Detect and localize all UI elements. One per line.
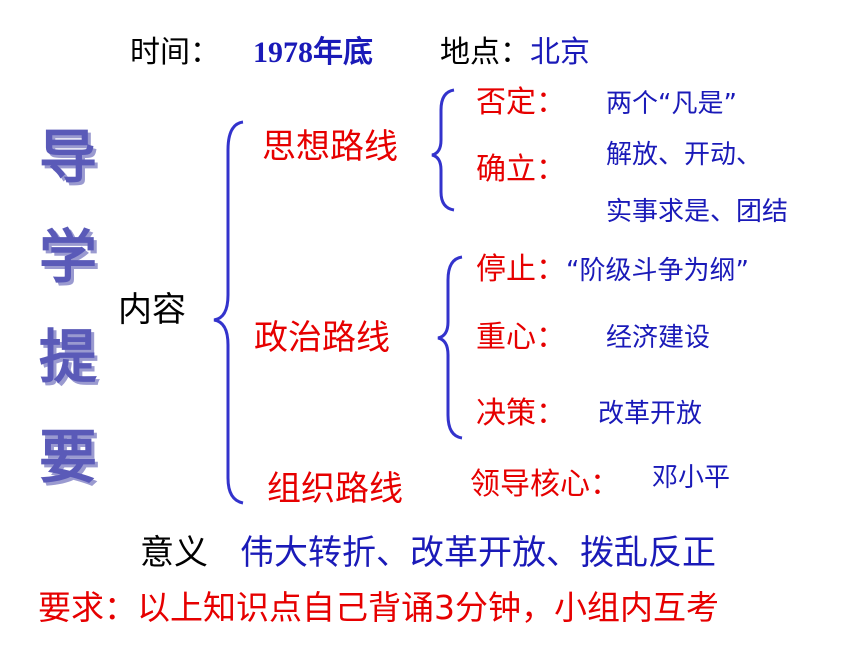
- place-label: 地点：: [440, 35, 530, 70]
- ideology-brace: [431, 88, 455, 212]
- significance-label: 意义: [140, 533, 208, 573]
- side-title-char: 学: [38, 223, 97, 291]
- main-brace: [213, 120, 244, 505]
- ideology-establish-label: 确立：: [476, 152, 566, 187]
- ideology-establish-value-2: 实事求是、团结: [606, 197, 789, 227]
- requirement-text: 要求：以上知识点自己背诵3分钟，小组内互考: [38, 588, 719, 627]
- politics-decision-value: 改革开放: [598, 399, 703, 429]
- side-title-char: 导: [38, 123, 97, 191]
- politics-stop-value: “阶级斗争为纲”: [566, 256, 749, 286]
- politics-stop-label: 停止：: [476, 252, 566, 287]
- significance-value: 伟大转折、改革开放、拨乱反正: [240, 533, 716, 573]
- side-title-char: 要: [38, 423, 97, 491]
- side-title: 导 学 提 要: [28, 128, 108, 528]
- politics-brace: [437, 255, 463, 440]
- place-value: 北京: [530, 35, 590, 70]
- time-value: 1978年底: [253, 36, 373, 69]
- organization-title: 组织路线: [267, 469, 403, 509]
- ideology-negate-value: 两个“凡是”: [606, 89, 737, 119]
- politics-title: 政治路线: [254, 318, 390, 358]
- content-label: 内容: [118, 290, 186, 330]
- politics-focus-value: 经济建设: [606, 323, 711, 353]
- politics-decision-label: 决策：: [476, 396, 566, 431]
- ideology-negate-label: 否定：: [476, 85, 566, 120]
- ideology-title: 思想路线: [262, 127, 398, 167]
- ideology-establish-value-1: 解放、开动、: [606, 140, 763, 170]
- organization-core-value: 邓小平: [652, 463, 731, 493]
- organization-core-label: 领导核心：: [470, 467, 620, 502]
- side-title-char: 提: [38, 323, 97, 391]
- time-label: 时间：: [130, 35, 220, 70]
- politics-focus-label: 重心：: [476, 320, 566, 355]
